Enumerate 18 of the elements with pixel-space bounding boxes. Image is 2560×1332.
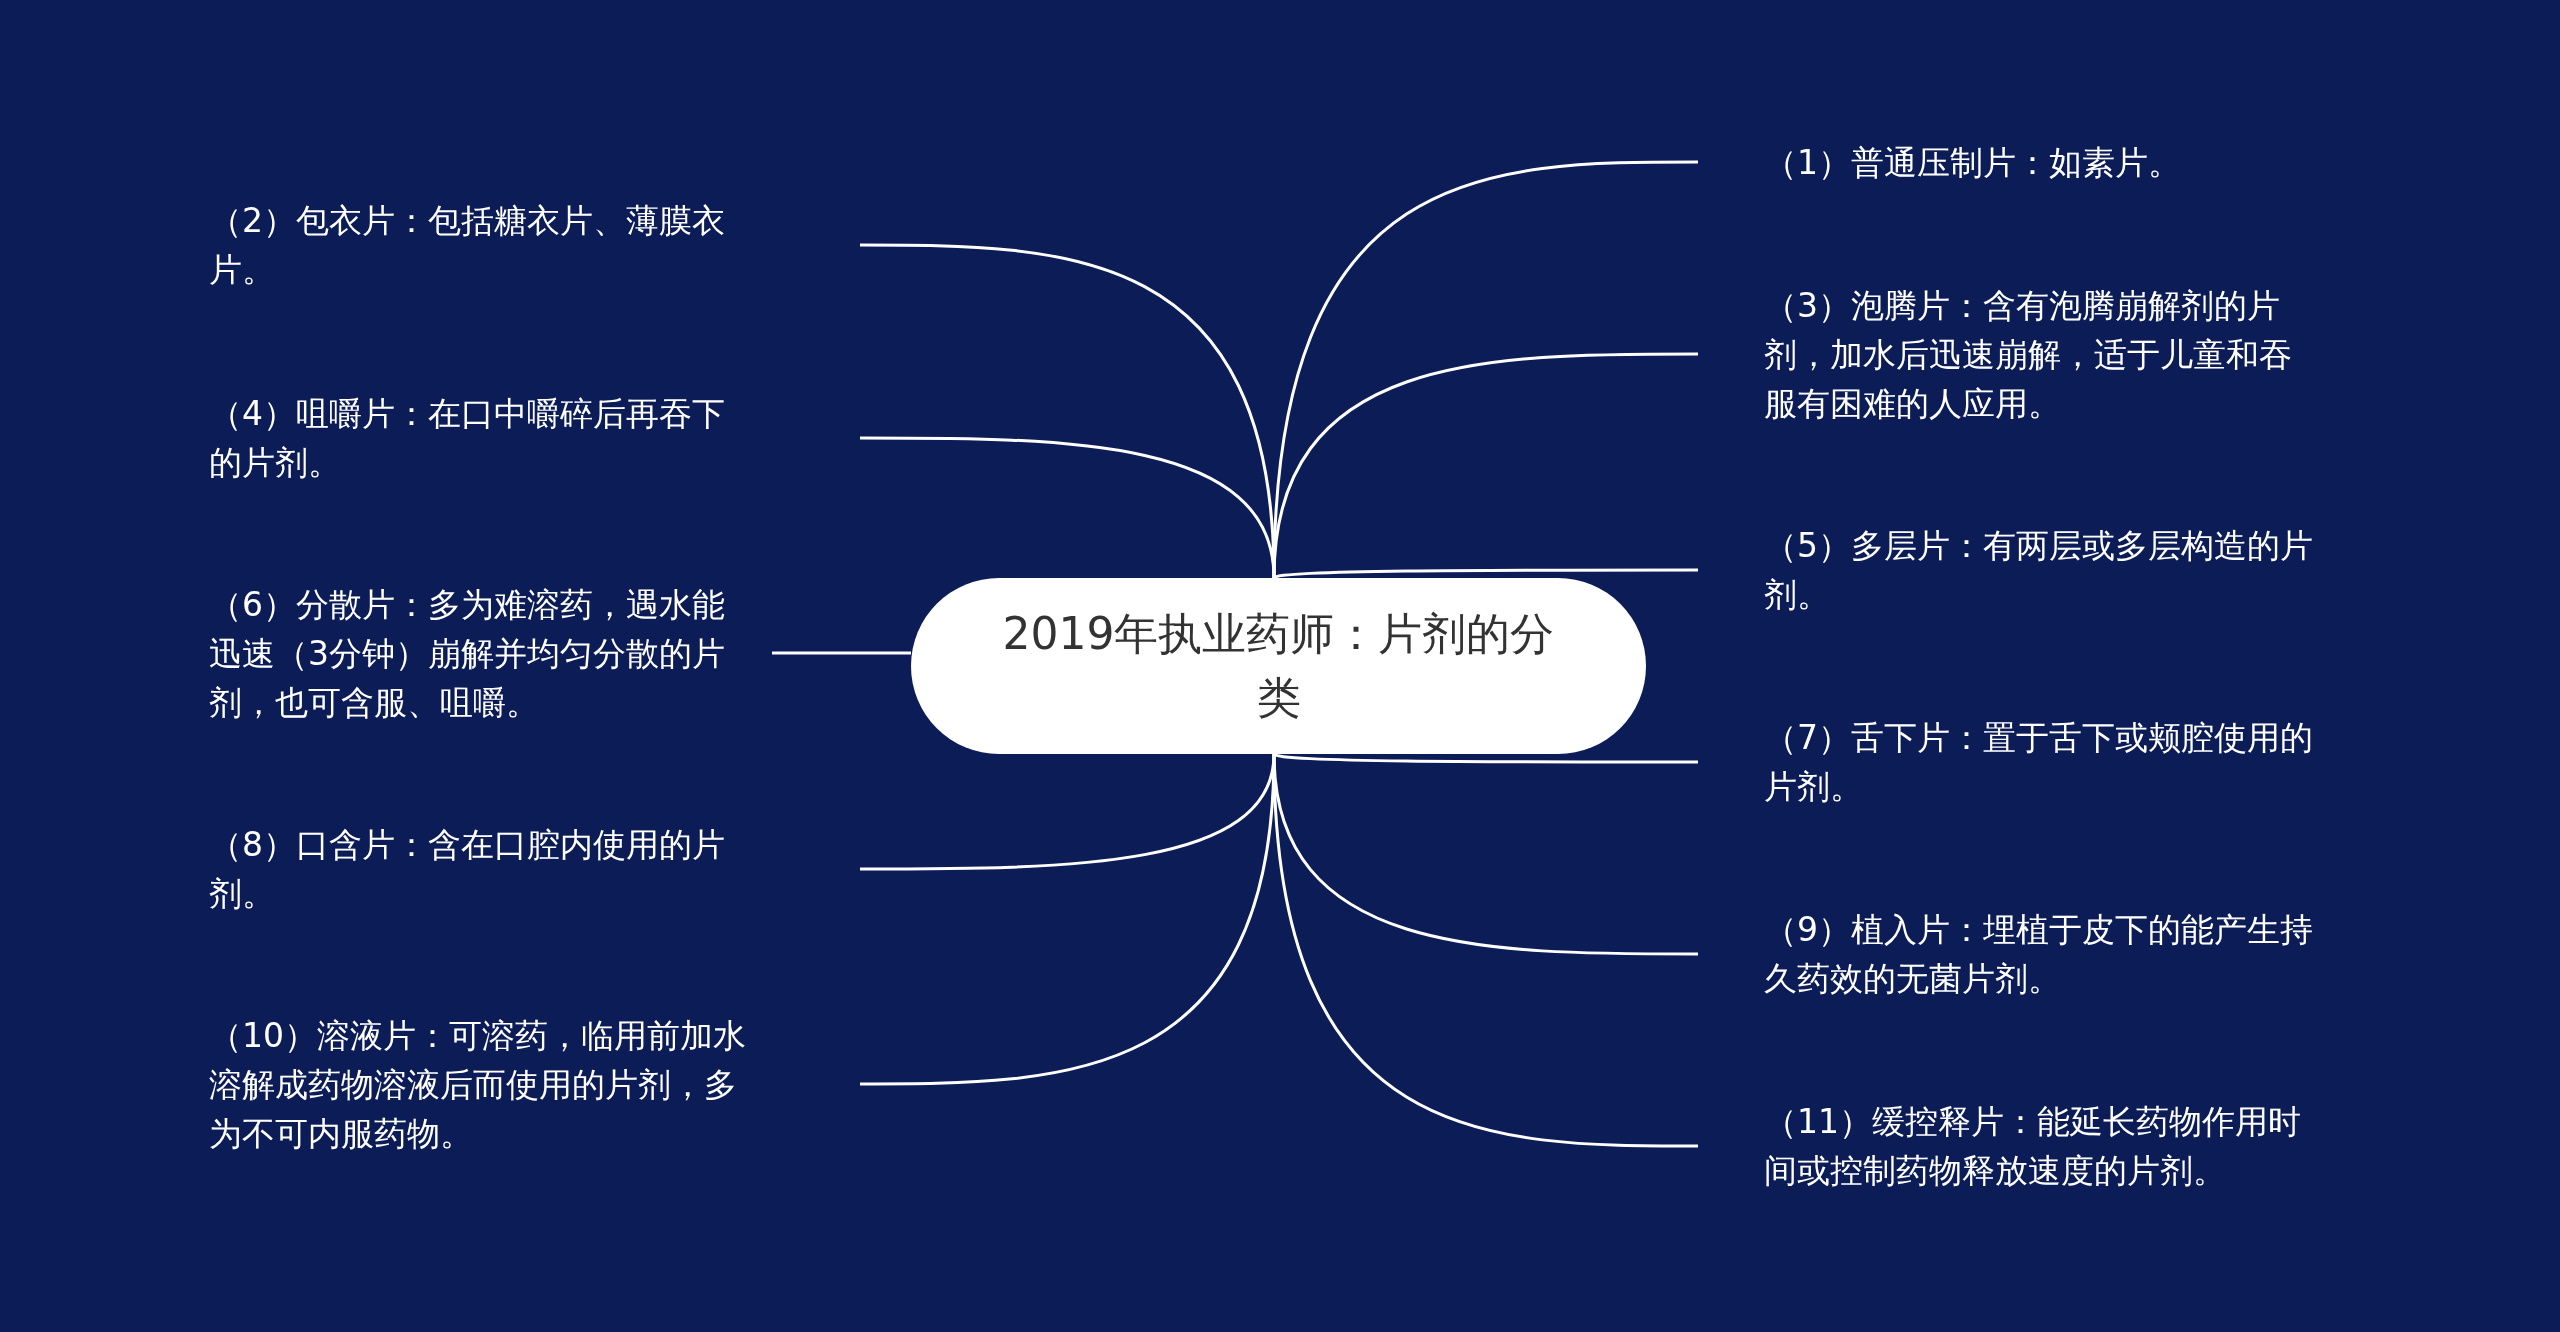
branch-text: （9）植入片：埋植于皮下的能产生持久药效的无菌片剂。 [1698,905,2318,1003]
connector-line [860,436,1276,579]
branch-text: （11）缓控释片：能延长药物作用时间或控制药物释放速度的片剂。 [1698,1097,2318,1195]
connector-line [1273,752,1698,764]
branch-text: （4）咀嚼片：在口中嚼碎后再吞下的片剂。 [209,389,860,487]
branch-text: （5）多层片：有两层或多层构造的片剂。 [1698,521,2318,619]
branch-text: （7）舌下片：置于舌下或颊腔使用的片剂。 [1698,713,2318,811]
branch-text: （1）普通压制片：如素片。 [1698,137,2318,187]
central-topic: 2019年执业药师：片剂的分类 [911,578,1646,754]
branch-text: （10）溶液片：可溶药，临用前加水溶解成药物溶液后而使用的片剂，多为不可内服药物。 [209,1010,860,1158]
branch-text: （6）分散片：多为难溶药，遇水能迅速（3分钟）崩解并均匀分散的片剂，也可含服、咀嚼。 [209,579,860,727]
branch-text: （3）泡腾片：含有泡腾崩解剂的片剂，加水后迅速崩解，适于儿童和吞服有困难的人应用。 [1698,280,2318,428]
connector-line [1272,753,1698,1148]
connector-line [772,651,911,655]
branch-text: （8）口含片：含在口腔内使用的片剂。 [209,820,860,918]
connector-line [1273,568,1698,580]
connector-line [860,753,1276,1086]
branch-text: （2）包衣片：包括糖衣片、薄膜衣片。 [209,196,860,294]
